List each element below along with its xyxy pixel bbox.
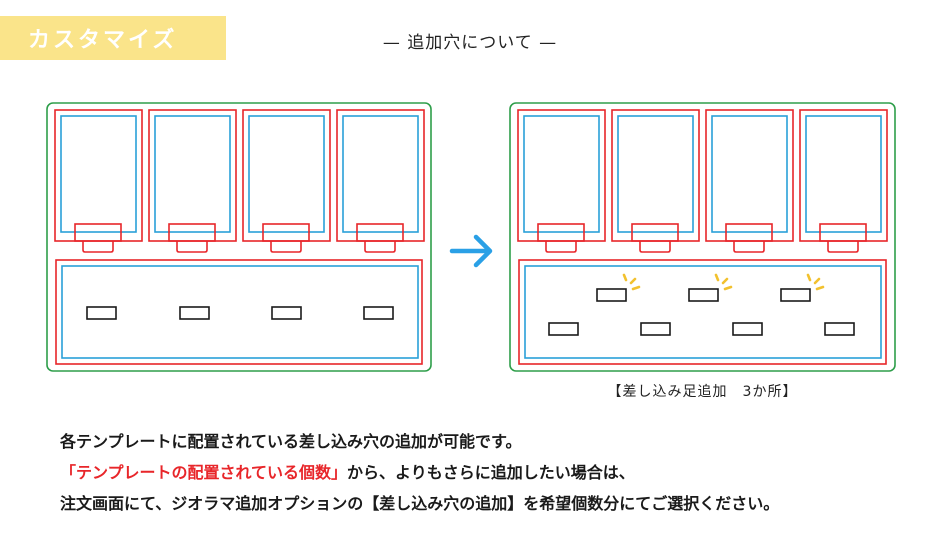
sparkle-icon: [806, 273, 825, 291]
base-outline: [46, 102, 432, 372]
base-outline: [509, 102, 896, 372]
added-insert-hole: [780, 288, 811, 302]
template-after: [509, 102, 896, 372]
top-slot: [242, 109, 331, 253]
after-caption: 【差し込み足追加 3か所】: [607, 384, 798, 400]
top-slot: [54, 109, 143, 253]
top-slot: [705, 109, 794, 253]
top-slot: [517, 109, 606, 253]
top-slot: [611, 109, 700, 253]
description: 各テンプレートに配置されている差し込み穴の追加が可能です。 「テンプレートの配置…: [60, 426, 920, 519]
added-insert-hole: [688, 288, 719, 302]
top-slot: [799, 109, 888, 253]
insert-hole: [86, 306, 117, 320]
top-slot: [148, 109, 237, 253]
sparkle-icon: [714, 273, 733, 291]
right-arrow-icon: [449, 234, 493, 268]
added-insert-hole: [596, 288, 627, 302]
description-line-1: 各テンプレートに配置されている差し込み穴の追加が可能です。: [60, 432, 522, 451]
bottom-panel-outline: [55, 259, 423, 365]
template-before: [46, 102, 432, 372]
insert-hole: [640, 322, 671, 336]
highlight-text: 「テンプレートの配置されている個数」: [60, 463, 348, 482]
description-line-2-rest: から、よりもさらに追加したい場合は、: [347, 463, 635, 482]
bottom-panel-inner: [524, 265, 882, 359]
customize-tag: カスタマイズ: [0, 16, 226, 60]
insert-hole: [824, 322, 855, 336]
description-line-2: 「テンプレートの配置されている個数」から、よりもさらに追加したい場合は、: [60, 457, 920, 488]
insert-hole: [732, 322, 763, 336]
bottom-panel-inner: [61, 265, 419, 359]
sparkle-icon: [622, 273, 641, 291]
bottom-panel-outline: [518, 259, 887, 365]
insert-hole: [179, 306, 210, 320]
customize-tag-label: カスタマイズ: [28, 28, 178, 53]
insert-hole: [271, 306, 302, 320]
description-line-3: 注文画面にて、ジオラマ追加オプションの【差し込み穴の追加】を希望個数分にてご選択…: [60, 494, 780, 513]
section-heading: — 追加穴について —: [382, 33, 558, 53]
insert-hole: [548, 322, 579, 336]
insert-hole: [363, 306, 394, 320]
top-slot: [336, 109, 425, 253]
